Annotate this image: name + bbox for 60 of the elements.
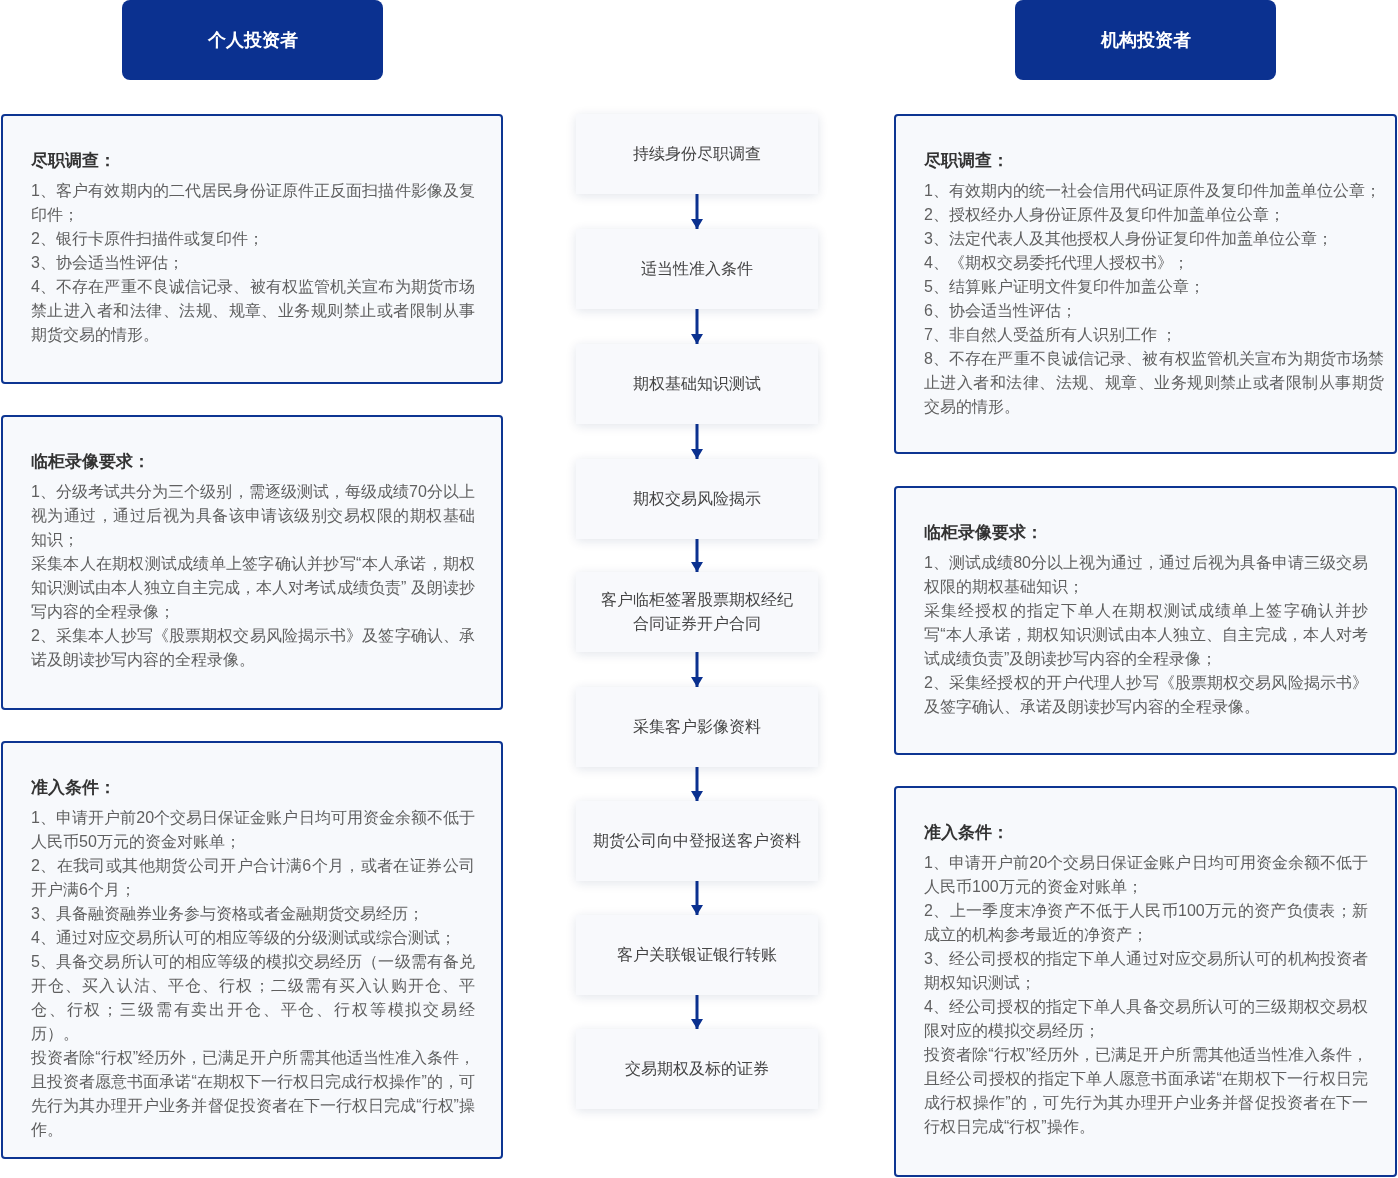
card-heading: 准入条件： [31, 777, 116, 799]
step-box: 期权基础知识测试 [576, 344, 818, 424]
card-paragraph: 投资者除“行权”经历外，已满足开户所需其他适当性准入条件，且投资者愿意书面承诺“在期权下一行权日完成行权操作”的，可先行为其办理开户业务并督促投资者在下一行权日完成“行权”操作。 [31, 1048, 475, 1140]
card-heading: 准入条件： [924, 822, 1009, 844]
card-paragraph: 2、采集经授权的开户代理人抄写《股票期权交易风险揭示书》及签字确认、承诺及朗读抄写内容的全程录像。 [924, 673, 1368, 717]
step-box: 适当性准入条件 [576, 229, 818, 309]
card-paragraph: 3、经公司授权的指定下单人通过对应交易所认可的机构投资者期权知识测试； [924, 949, 1368, 993]
card-paragraph: 3、法定代表人及其他授权人身份证复印件加盖单位公章； [924, 229, 1333, 249]
step-box: 持续身份尽职调查 [576, 114, 818, 194]
category-header: 个人投资者 [122, 0, 383, 80]
card-paragraph: 1、客户有效期内的二代居民身份证原件正反面扫描件影像及复印件； [31, 181, 475, 225]
card-heading: 尽职调查： [31, 150, 116, 172]
card-paragraph: 2、在我司或其他期货公司开户合计满6个月，或者在证券公司开户满6个月； [31, 856, 475, 900]
arrow [691, 539, 703, 572]
arrow [691, 194, 703, 229]
arrow [691, 767, 703, 801]
arrow [691, 424, 703, 459]
card-paragraph: 投资者除“行权”经历外，已满足开户所需其他适当性准入条件，且经公司授权的指定下单人愿意书面承诺“在期权下一行权日完成行权操作”的，可先行为其办理开户业务并督促投资者在下一行权日完成“行权”操作。 [924, 1045, 1368, 1137]
card-paragraph: 4、不存在严重不良诚信记录、被有权监管机关宣布为期货市场禁止进入者和法律、法规、规章、业务规则禁止或者限制从事期货交易的情形。 [31, 277, 475, 345]
arrow [691, 309, 703, 344]
card-paragraph: 3、协会适当性评估； [31, 253, 184, 273]
card-paragraph: 1、申请开户前20个交易日保证金账户日均可用资金余额不低于人民币50万元的资金对账单； [31, 808, 475, 852]
step-box: 交易期权及标的证券 [576, 1029, 818, 1109]
card-paragraph: 2、银行卡原件扫描件或复印件； [31, 229, 264, 249]
card-paragraph: 2、采集本人抄写《股票期权交易风险揭示书》及签字确认、承诺及朗读抄写内容的全程录像。 [31, 626, 475, 670]
card-heading: 临柜录像要求： [924, 522, 1043, 544]
arrow [691, 652, 703, 687]
card-paragraph: 1、测试成绩80分以上视为通过，通过后视为具备申请三级交易权限的期权基础知识； [924, 553, 1368, 597]
card-paragraph: 1、有效期内的统一社会信用代码证原件及复印件加盖单位公章； [924, 181, 1381, 201]
card-paragraph: 5、结算账户证明文件复印件加盖公章； [924, 277, 1205, 297]
card-paragraph: 3、具备融资融券业务参与资格或者金融期货交易经历； [31, 904, 424, 924]
arrow [691, 995, 703, 1029]
card-paragraph: 4、通过对应交易所认可的相应等级的分级测试或综合测试； [31, 928, 456, 948]
step-box: 客户临柜签署股票期权经纪合同证券开户合同 [576, 572, 818, 652]
info-card [1, 114, 503, 384]
card-heading: 尽职调查： [924, 150, 1009, 172]
step-box: 采集客户影像资料 [576, 687, 818, 767]
category-header: 机构投资者 [1015, 0, 1276, 80]
card-paragraph: 4、《期权交易委托代理人授权书》； [924, 253, 1189, 273]
info-card [1, 741, 503, 1159]
arrow [691, 881, 703, 915]
step-box: 期权交易风险揭示 [576, 459, 818, 539]
card-paragraph: 5、具备交易所认可的相应等级的模拟交易经历（一级需有备兑开仓、买入认沽、平仓、行权；二级需有买入认购开仓、平仓、行权；三级需有卖出开仓、平仓、行权等模拟交易经历）。 [31, 952, 475, 1044]
card-paragraph: 1、分级考试共分为三个级别，需逐级测试，每级成绩70分以上视为通过，通过后视为具备该申请该级别交易权限的期权基础知识； [31, 482, 475, 550]
card-paragraph: 1、申请开户前20个交易日保证金账户日均可用资金余额不低于人民币100万元的资金对账单； [924, 853, 1368, 897]
card-paragraph: 采集经授权的指定下单人在期权测试成绩单上签字确认并抄写“本人承诺，期权知识测试由本人独立、自主完成，本人对考试成绩负责”及朗读抄写内容的全程录像； [924, 601, 1368, 669]
card-paragraph: 采集本人在期权测试成绩单上签字确认并抄写“本人承诺，期权知识测试由本人独立自主完成，本人对考试成绩负责” 及朗读抄写内容的全程录像； [31, 554, 475, 622]
card-heading: 临柜录像要求： [31, 451, 150, 473]
card-paragraph: 6、协会适当性评估； [924, 301, 1077, 321]
card-paragraph: 2、授权经办人身份证原件及复印件加盖单位公章； [924, 205, 1285, 225]
card-paragraph: 2、上一季度末净资产不低于人民币100万元的资产负债表；新成立的机构参考最近的净资产； [924, 901, 1368, 945]
info-card [894, 786, 1397, 1177]
info-card [894, 486, 1397, 755]
step-box: 客户关联银证银行转账 [576, 915, 818, 995]
step-box: 期货公司向中登报送客户资料 [576, 801, 818, 881]
card-paragraph: 8、不存在严重不良诚信记录、被有权监管机关宣布为期货市场禁止进入者和法律、法规、规章、业务规则禁止或者限制从事期货交易的情形。 [924, 349, 1384, 417]
card-paragraph: 4、经公司授权的指定下单人具备交易所认可的三级期权交易权限对应的模拟交易经历； [924, 997, 1368, 1041]
info-card [894, 114, 1397, 454]
card-paragraph: 7、非自然人受益所有人识别工作 ； [924, 325, 1178, 345]
info-card [1, 415, 503, 710]
